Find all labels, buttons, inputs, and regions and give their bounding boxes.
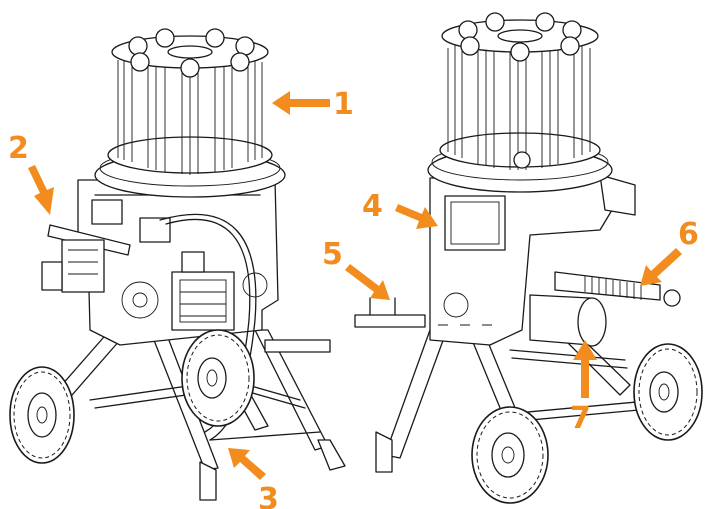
- callout-7-arrow: [573, 340, 597, 398]
- left-machine-right-wheel: [181, 329, 255, 427]
- callout-arrows: [28, 91, 682, 480]
- callout-labels: 1 2 3 4 5 6 7: [8, 87, 699, 509]
- right-machine-frame: [354, 297, 683, 473]
- right-machine-tank: [529, 294, 607, 347]
- callout-6-arrow: [640, 248, 682, 286]
- right-machine-view: [354, 12, 703, 504]
- callout-5-arrow: [345, 264, 390, 300]
- callout-4-arrow: [395, 204, 438, 229]
- callout-7-label: 7: [570, 401, 591, 436]
- callout-3-label: 3: [258, 482, 279, 509]
- right-machine-front-wheel: [471, 406, 549, 504]
- left-machine-view: [9, 28, 346, 501]
- callout-1-arrow: [272, 91, 330, 115]
- left-machine-left-wheel: [9, 366, 75, 464]
- callout-4-label: 4: [362, 189, 383, 224]
- right-machine-carousel: [427, 12, 613, 193]
- callout-5-label: 5: [322, 237, 343, 272]
- left-machine-carousel: [94, 28, 286, 198]
- right-machine-side-panel: [599, 174, 636, 216]
- callout-2-label: 2: [8, 131, 29, 166]
- left-machine-throwing-arm: [41, 224, 131, 293]
- callout-2-arrow: [28, 165, 54, 215]
- left-machine-motor: [171, 251, 235, 331]
- right-machine-control-box: [444, 195, 506, 251]
- right-machine-rear-wheel: [633, 343, 703, 441]
- callout-1-label: 1: [333, 87, 354, 122]
- callout-3-arrow: [228, 448, 266, 480]
- callout-6-label: 6: [678, 217, 699, 252]
- right-machine-spring: [554, 271, 681, 307]
